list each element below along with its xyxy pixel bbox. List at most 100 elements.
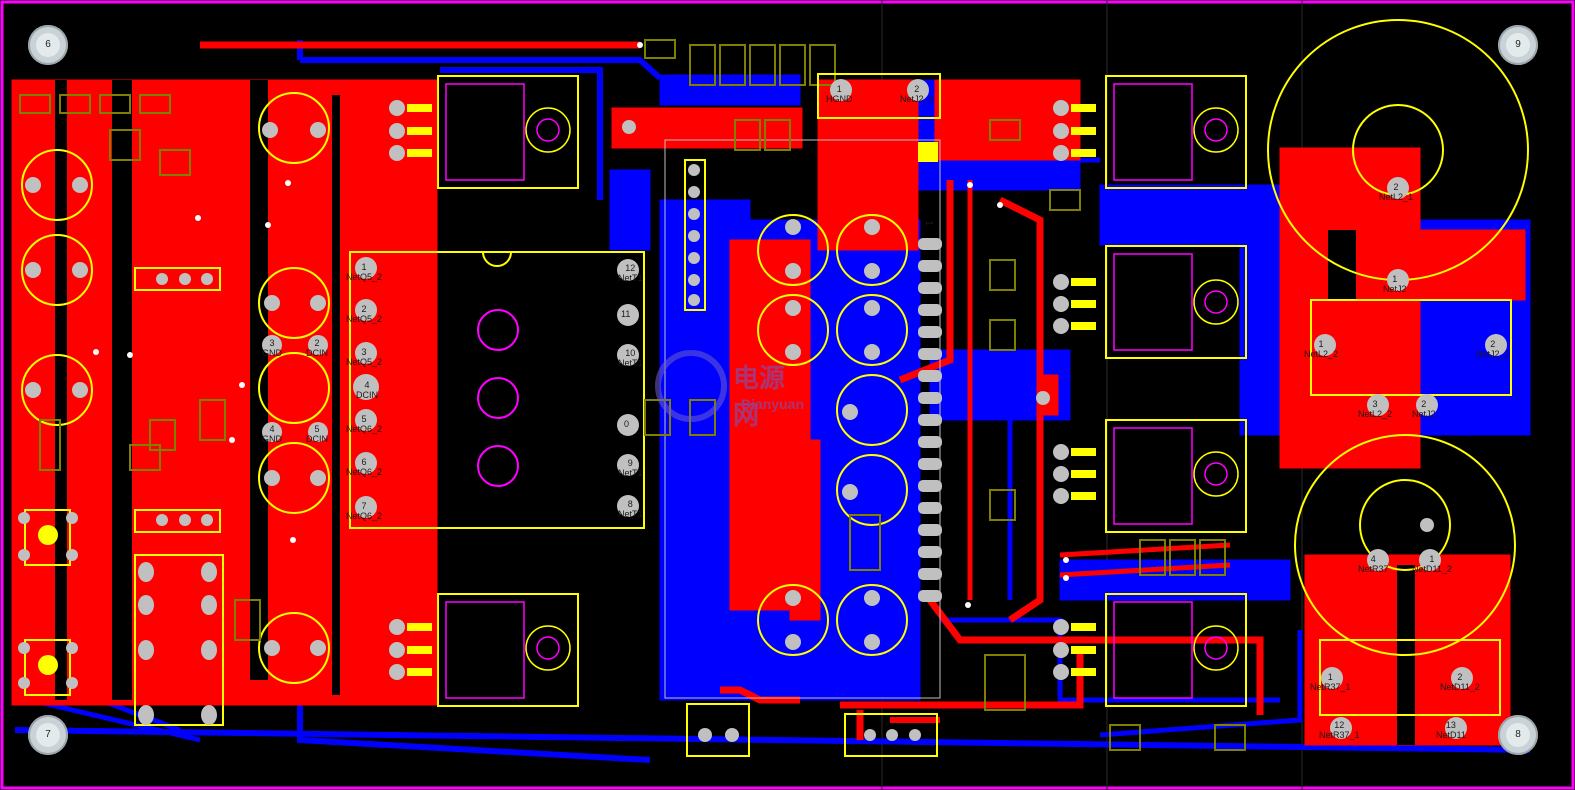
pad-number: 8 <box>627 499 633 509</box>
top-trace <box>720 686 800 704</box>
pad <box>617 414 639 436</box>
smd-outline <box>849 514 881 571</box>
smd-outline <box>1109 724 1141 751</box>
pad-net: NetJ2 <box>1383 284 1407 294</box>
cap-ring <box>258 267 330 339</box>
pad <box>264 640 280 656</box>
pad-number: 1 <box>1429 554 1435 564</box>
pad <box>688 208 700 220</box>
pad <box>1387 269 1409 291</box>
watermark-subtext: Dianyuan <box>741 396 805 412</box>
pad <box>355 342 377 364</box>
inductor-ring <box>1294 434 1516 656</box>
pad-number: 2 <box>314 338 320 348</box>
to220-outline <box>1105 75 1247 189</box>
pad <box>355 257 377 279</box>
to220-outline <box>1105 245 1247 359</box>
pad <box>1053 100 1069 116</box>
tab-hole <box>1193 451 1239 497</box>
pad <box>617 259 639 281</box>
pad <box>1053 642 1069 658</box>
ic-pin <box>918 480 942 492</box>
pad-net: NetR37 <box>1358 564 1389 574</box>
pad <box>38 655 58 675</box>
smd-outline <box>989 119 1021 141</box>
to220-outline <box>437 75 579 189</box>
pad <box>389 100 405 116</box>
ic-pin <box>918 282 942 294</box>
pad <box>389 664 405 680</box>
header-outline <box>844 713 938 757</box>
smd-outline <box>644 39 676 59</box>
pad-net: NetD11_2 <box>1440 682 1480 692</box>
bottom-trace <box>940 617 1280 703</box>
tab-hole <box>1204 118 1228 142</box>
watermark-text: 电源网 <box>733 363 786 430</box>
pad <box>179 514 191 526</box>
pad <box>138 640 154 660</box>
smd-outline <box>989 489 1016 521</box>
to220-outline <box>1105 593 1247 707</box>
pad <box>1419 549 1441 571</box>
pad-net: NetQ6_2 <box>346 467 383 477</box>
bottom-trace <box>14 727 1531 753</box>
pad-net: NetR37_1 <box>1310 682 1351 692</box>
cap-ring <box>21 234 93 306</box>
pad <box>725 728 739 742</box>
to220-outline <box>1105 419 1247 533</box>
tab-outline <box>1113 253 1193 351</box>
pad <box>1387 177 1409 199</box>
pad-net: NetQ5_2 <box>346 272 383 282</box>
pad-number: 1 <box>836 84 842 94</box>
pad-tab <box>1071 623 1096 631</box>
smd-outlines <box>19 39 1246 751</box>
smd-outline <box>809 44 836 86</box>
ic-pin <box>918 436 942 448</box>
core-hole <box>477 377 519 419</box>
tab-hole <box>1193 279 1239 325</box>
via <box>93 349 99 355</box>
mounting-hole-6: 6 <box>28 25 68 65</box>
header-outline <box>686 703 750 757</box>
pad-number: 11 <box>621 309 631 319</box>
pad <box>1451 667 1473 689</box>
pad <box>18 642 30 654</box>
pad <box>688 164 700 176</box>
pad <box>156 273 168 285</box>
pour-clearance <box>55 80 67 700</box>
pad-tab <box>1071 149 1096 157</box>
ic-pin <box>918 392 942 404</box>
pad <box>1053 664 1069 680</box>
cap-ring <box>21 149 93 221</box>
pad <box>688 294 700 306</box>
silk-headers <box>24 73 941 757</box>
pad <box>842 404 858 420</box>
pad <box>864 634 880 650</box>
pad <box>262 422 282 442</box>
smd-outline <box>1199 539 1226 576</box>
tab-hole <box>1193 625 1239 671</box>
pad-tab <box>407 104 432 112</box>
via <box>285 180 291 186</box>
pad-tab <box>1071 470 1096 478</box>
switch-outline <box>24 509 71 566</box>
mounting-hole-7: 7 <box>28 715 68 755</box>
ic-pin <box>918 304 942 316</box>
pad-net: NetT1 <box>618 468 643 478</box>
header-outline <box>684 159 706 311</box>
cap-ring <box>836 374 908 446</box>
pad <box>617 454 639 476</box>
pad <box>1420 518 1434 532</box>
